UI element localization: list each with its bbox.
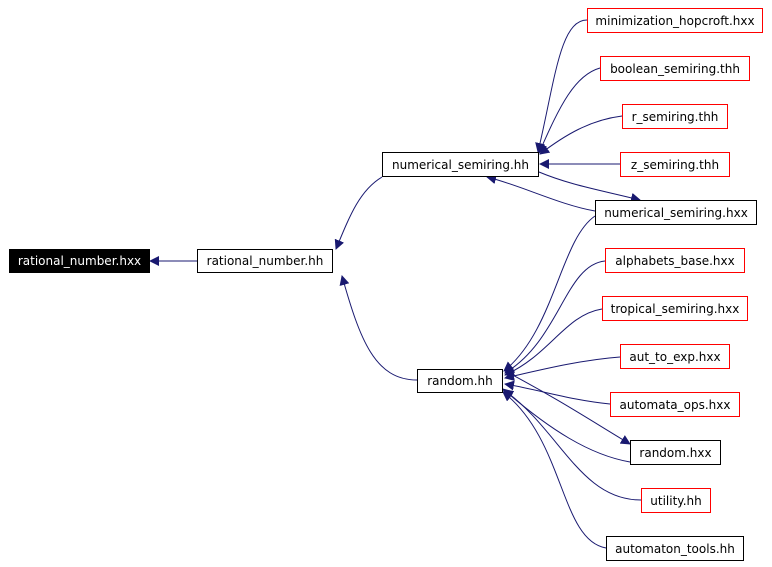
node-rational-number-hh[interactable]: rational_number.hh [197, 249, 333, 273]
node-random-hxx[interactable]: random.hxx [630, 440, 721, 465]
edge-numerical-semiring-hh-to-numerical-semiring-hxx [538, 171, 641, 203]
node-r-semiring-thh[interactable]: r_semiring.thh [622, 104, 728, 129]
edge-minimization-hopcroft-hxx-to-numerical-semiring-hh [535, 19, 588, 153]
node-automaton-tools-hh[interactable]: automaton_tools.hh [606, 536, 744, 561]
edge-boolean-semiring-thh-to-numerical-semiring-hh [538, 67, 601, 154]
edge-numerical-semiring-hh-to-rational-number-hh [334, 176, 383, 250]
node-utility-hh[interactable]: utility.hh [641, 488, 711, 513]
edge-numerical-semiring-hxx-to-numerical-semiring-hh [486, 174, 596, 212]
edge-utility-hh-to-random-hh [503, 389, 642, 501]
edge-numerical-semiring-hxx-to-random-hh [503, 215, 596, 372]
edge-random-hh-to-random-hxx [504, 370, 631, 445]
edge-automaton-tools-hh-to-random-hh [502, 391, 607, 549]
edge-random-hh-to-rational-number-hh [339, 275, 418, 381]
node-random-hh[interactable]: random.hh [417, 369, 503, 393]
node-tropical-semiring-hxx[interactable]: tropical_semiring.hxx [602, 296, 748, 321]
node-numerical-semiring-hh[interactable]: numerical_semiring.hh [382, 152, 539, 177]
node-boolean-semiring-thh[interactable]: boolean_semiring.thh [600, 56, 750, 81]
node-automata-ops-hxx[interactable]: automata_ops.hxx [610, 392, 740, 417]
edge-automata-ops-hxx-to-random-hh [504, 380, 611, 405]
node-numerical-semiring-hxx[interactable]: numerical_semiring.hxx [595, 200, 757, 225]
edge-r-semiring-thh-to-numerical-semiring-hh [539, 115, 623, 155]
node-rational-number-hxx: rational_number.hxx [9, 249, 150, 273]
node-aut-to-exp-hxx[interactable]: aut_to_exp.hxx [620, 344, 730, 369]
node-z-semiring-thh[interactable]: z_semiring.thh [620, 152, 730, 177]
edge-tropical-semiring-hxx-to-random-hh [504, 308, 603, 376]
node-alphabets-base-hxx[interactable]: alphabets_base.hxx [605, 248, 745, 273]
node-minimization-hopcroft-hxx[interactable]: minimization_hopcroft.hxx [587, 8, 763, 33]
edge-aut-to-exp-hxx-to-random-hh [504, 356, 621, 381]
edge-alphabets-base-hxx-to-random-hh [504, 260, 606, 374]
